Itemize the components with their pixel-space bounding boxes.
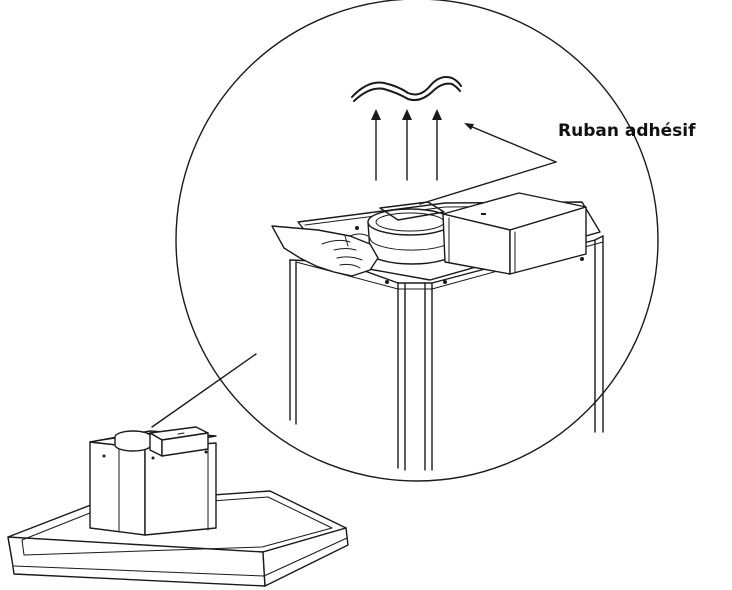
motor-housing-small <box>114 426 209 457</box>
magnify-leader-line <box>151 353 257 428</box>
motor-housing-detail <box>442 192 587 275</box>
callout-leader-lines <box>419 123 557 205</box>
magnifier-circle <box>175 0 659 482</box>
hand-icon <box>271 225 379 277</box>
adhesive-tape-strip <box>351 76 462 102</box>
callout-label-tape: Ruban adhésif <box>558 121 696 141</box>
airflow-arrows-icon <box>371 109 442 181</box>
